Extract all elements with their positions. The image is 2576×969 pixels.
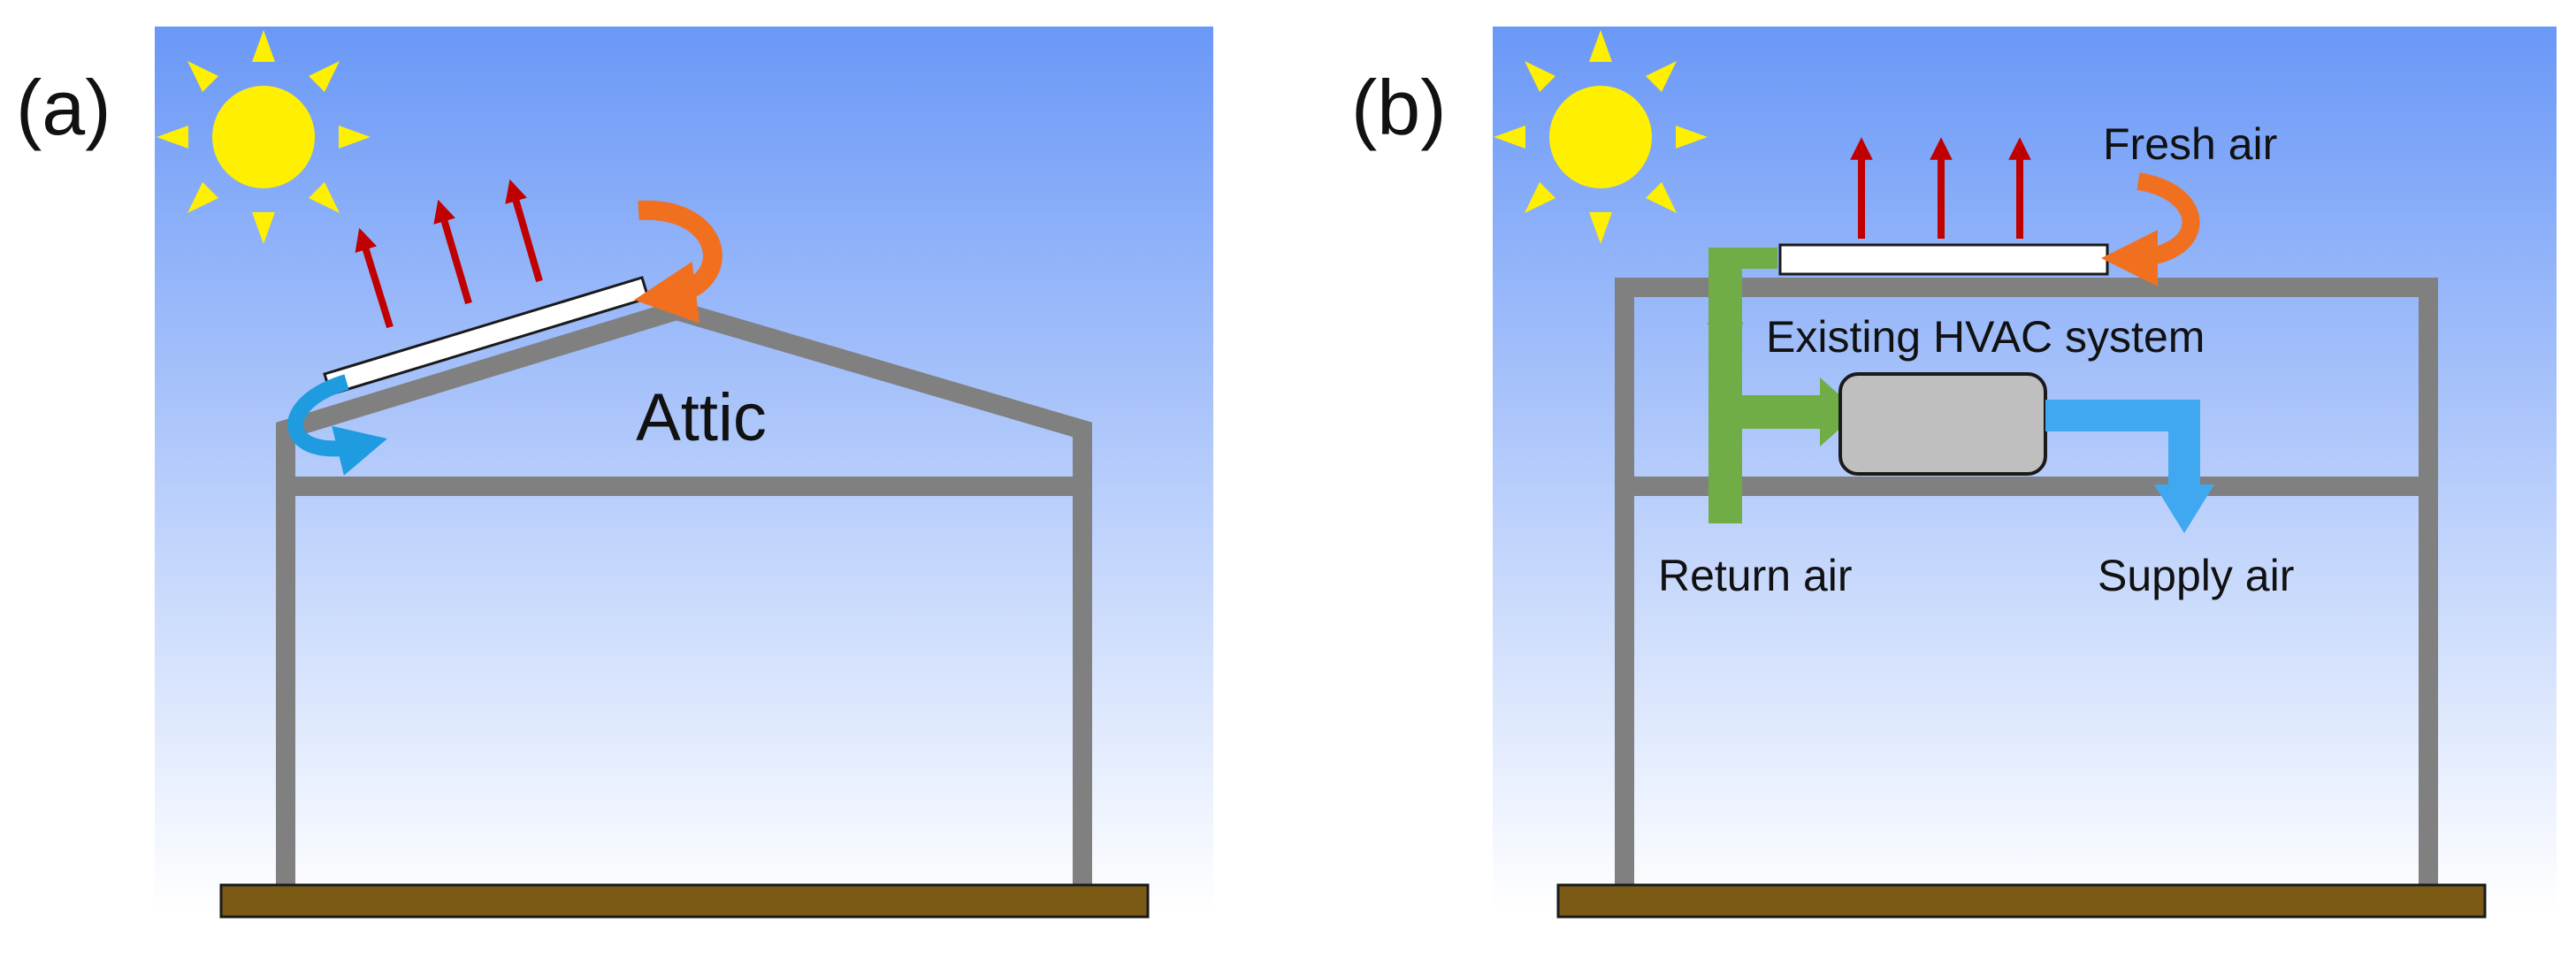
supply-air-label: Supply air	[2098, 551, 2294, 600]
supply-air-duct	[2045, 400, 2214, 533]
solar-collector-b	[1778, 243, 2109, 276]
sun-icon	[1494, 30, 1708, 244]
heat-arrow-icon	[1850, 137, 2031, 239]
panel-a: (a)	[16, 27, 1213, 919]
panel-a-sky	[155, 27, 1213, 911]
sun-icon	[157, 30, 371, 244]
ground-a	[219, 883, 1150, 919]
return-air-label: Return air	[1658, 551, 1853, 600]
heat-arrow-icon	[355, 179, 543, 329]
airflow-arrow-icon	[287, 374, 387, 476]
hvac-label: Existing HVAC system	[1766, 312, 2205, 362]
airflow-arrow-icon	[2101, 172, 2200, 286]
panel-b: (b)	[1351, 27, 2557, 919]
panel-a-label: (a)	[16, 64, 111, 151]
building-frame-b	[1615, 278, 2438, 900]
panel-b-label: (b)	[1351, 64, 1447, 151]
ground-b	[1556, 883, 2487, 919]
airflow-arrow-icon	[634, 200, 722, 324]
attic-label: Attic	[636, 380, 767, 455]
hvac-unit	[1838, 372, 2047, 476]
fresh-air-label: Fresh air	[2103, 119, 2277, 169]
